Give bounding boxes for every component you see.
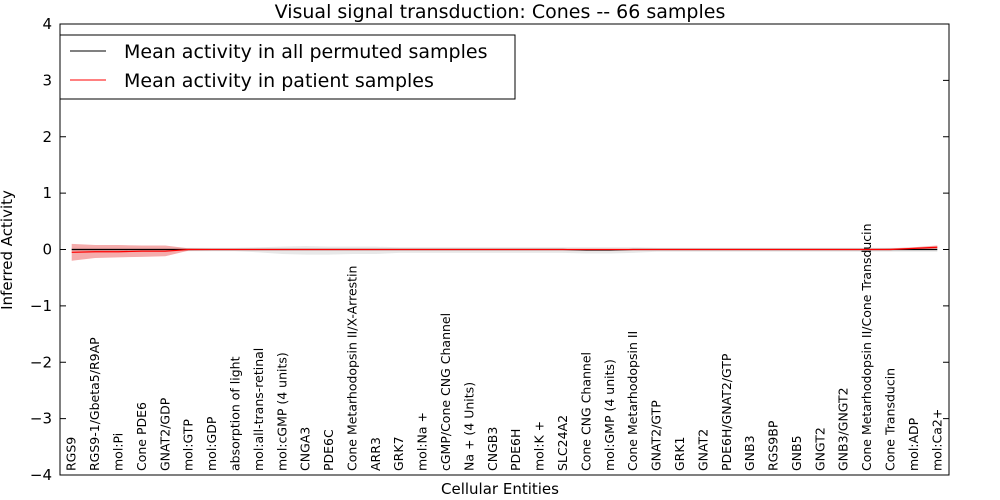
- y-tick-label: −2: [30, 353, 52, 371]
- x-tick-label: GNAT2/GDP: [157, 397, 172, 471]
- x-tick-label: mol:Pi: [110, 433, 125, 471]
- x-tick-label: PDE6H/GNAT2/GTP: [719, 353, 734, 471]
- x-tick-label: CNGA3: [298, 427, 313, 471]
- x-tick-label: Na + (4 Units): [461, 382, 476, 471]
- x-tick-label: RGS9: [64, 437, 79, 471]
- chart-title: Visual signal transduction: Cones -- 66 …: [275, 1, 726, 23]
- series-band-0: [71, 246, 938, 255]
- x-axis-label: Cellular Entities: [441, 480, 559, 498]
- x-tick-label: mol:all-trans-retinal: [251, 348, 266, 471]
- x-tick-label: GNAT2: [695, 429, 710, 471]
- y-tick-label: −3: [30, 410, 52, 428]
- y-tick-label: −4: [30, 466, 52, 484]
- x-tick-label: Cone Metarhodopsin II/Cone Transducin: [859, 223, 874, 471]
- x-tick-label: RGS9-1/Gbeta5/R9AP: [87, 337, 102, 471]
- y-tick-label: 0: [42, 241, 52, 259]
- x-tick-label: PDE6C: [321, 429, 336, 471]
- x-tick-label: Cone PDE6: [134, 402, 149, 471]
- x-tick-label: CNGB3: [485, 427, 500, 471]
- x-tick-label: GNB3/GNGT2: [836, 387, 851, 471]
- x-tick-label: GRK1: [672, 436, 687, 471]
- y-tick-label: 4: [42, 15, 52, 33]
- legend-entry-permuted: Mean activity in all permuted samples: [124, 41, 487, 63]
- x-tick-label: mol:Na +: [415, 412, 430, 471]
- x-tick-label: GNGT2: [812, 427, 827, 471]
- x-tick-label: mol:GDP: [204, 416, 219, 471]
- x-tick-label: GRK7: [391, 436, 406, 471]
- x-tick-label: mol:cGMP (4 units): [274, 352, 289, 471]
- x-tick-label: SLC24A2: [555, 415, 570, 471]
- x-tick-label: absorption of light: [227, 356, 242, 471]
- x-tick-label: ARR3: [368, 437, 383, 471]
- series-line-1: [71, 246, 938, 253]
- x-tick-label: mol:GTP: [181, 419, 196, 471]
- legend-box: [59, 34, 516, 100]
- y-axis-label: Inferred Activity: [0, 190, 16, 310]
- series-band-1: [71, 243, 938, 261]
- x-tick-label: mol:GMP (4 units): [602, 359, 617, 471]
- y-tick-label: 2: [42, 128, 52, 146]
- x-tick-label: GNAT2/GTP: [649, 400, 664, 471]
- x-tick-label: cGMP/Cone CNG Channel: [438, 313, 453, 471]
- x-tick-label: Cone Transducin: [883, 368, 898, 471]
- x-tick-label: Cone CNG Channel: [578, 352, 593, 471]
- y-axis: 4 3 2 1 0 −1 −2 −3 −4: [30, 15, 949, 484]
- x-tick-label: mol:Ca2+: [929, 409, 944, 471]
- legend: Mean activity in all permuted samples Me…: [59, 34, 516, 100]
- x-tick-label: mol:ADP: [906, 417, 921, 471]
- legend-entry-patient: Mean activity in patient samples: [124, 70, 434, 92]
- x-tick-label: GNB3: [742, 435, 757, 471]
- plot-area: [71, 243, 938, 261]
- x-tick-label: RGS9BP: [766, 420, 781, 471]
- x-tick-label: mol:K +: [532, 421, 547, 471]
- x-tick-label: GNB5: [789, 435, 804, 471]
- x-tick-label: Cone Metarhodopsin II/X-Arrestin: [344, 266, 359, 471]
- x-axis: RGS9 RGS9-1/Gbeta5/R9AP mol:Pi Cone PDE6 GNA…: [64, 223, 945, 471]
- x-tick-label: PDE6H: [508, 429, 523, 471]
- y-tick-label: 1: [42, 184, 52, 202]
- x-tick-label: Cone Metarhodopsin II: [625, 331, 640, 471]
- y-tick-label: −1: [30, 297, 52, 315]
- y-tick-label: 3: [42, 71, 52, 89]
